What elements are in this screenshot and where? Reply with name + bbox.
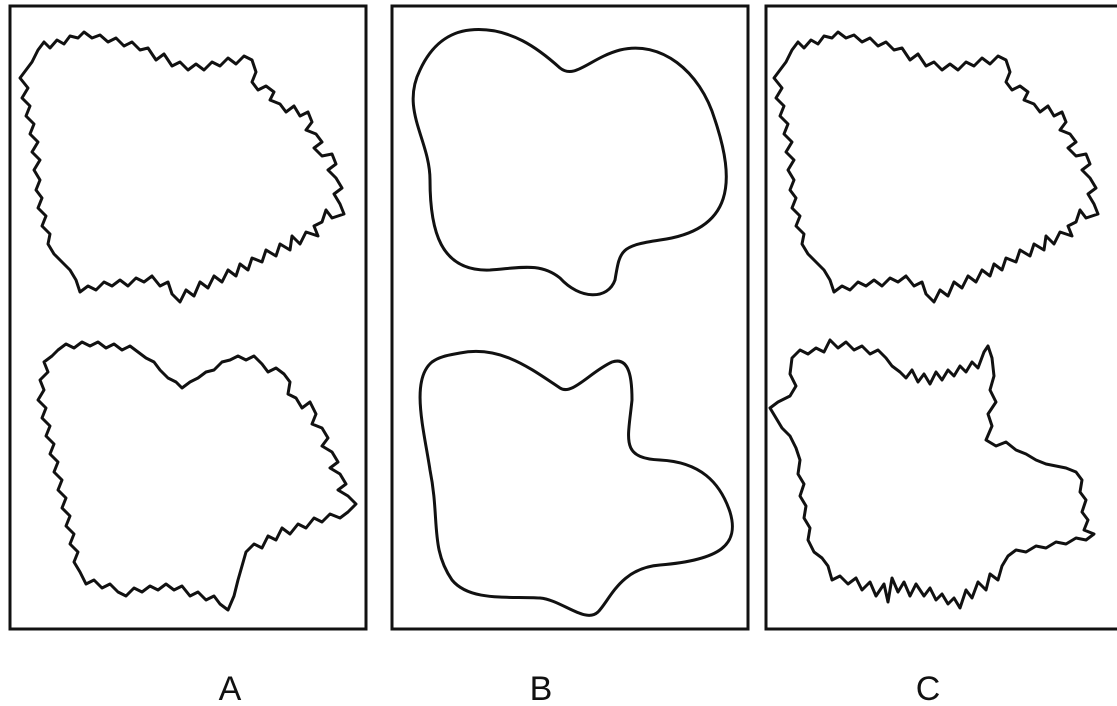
panel-b-bottom-outline (418, 350, 734, 617)
panel-a-bottom-outline (36, 340, 358, 612)
panel-c (764, 4, 1117, 631)
panel-c-bottom-outline (768, 338, 1096, 610)
panel-a-frame (8, 4, 368, 631)
panel-b-top-outline (411, 28, 728, 297)
panel-b-frame (390, 4, 750, 631)
panel-c-frame (764, 4, 1117, 631)
panel-a-top-outline (18, 30, 346, 304)
panel-a (8, 4, 368, 631)
panel-c-label: C (916, 670, 941, 706)
panel-b-label: B (530, 670, 553, 706)
panel-b (390, 4, 750, 631)
panel-a-label: A (219, 670, 242, 706)
panel-c-top-outline (772, 30, 1100, 304)
